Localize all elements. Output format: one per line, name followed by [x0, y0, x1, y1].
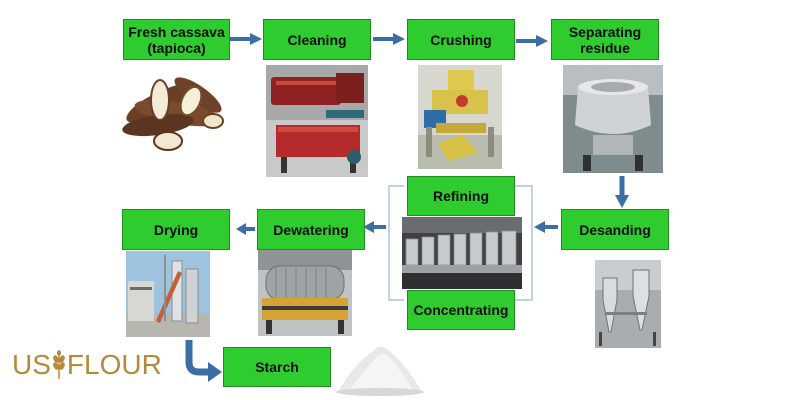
arrow-refining-to-dewatering [363, 221, 386, 233]
step-cleaning: Cleaning [263, 19, 371, 60]
logo-text-us: US [12, 349, 51, 380]
desanding-machine-image [595, 260, 661, 348]
cleaning-machine-image [266, 65, 368, 177]
arrow-cleaning-to-crushing [373, 33, 405, 45]
step-fresh-cassava: Fresh cassava (tapioca) [123, 19, 230, 60]
arrow-desanding-to-refining [534, 221, 558, 233]
refining-machine-image [402, 217, 522, 289]
step-refining: Refining [407, 176, 515, 216]
arrow-separating-to-desanding [615, 176, 629, 208]
crushing-machine-image [418, 65, 502, 169]
separating-machine-image [563, 65, 663, 173]
starch-powder-image [336, 346, 424, 396]
drying-machine-image [126, 251, 210, 337]
dewatering-machine-image [258, 250, 352, 336]
step-separating-residue: Separating residue [551, 19, 659, 60]
arrow-crushing-to-separating [516, 35, 548, 47]
cassava-roots-image [122, 77, 224, 151]
step-desanding: Desanding [561, 209, 669, 250]
step-concentrating: Concentrating [407, 290, 515, 330]
usflour-logo: US FLOUR [12, 349, 162, 381]
arrow-dewatering-to-drying [236, 223, 255, 235]
step-crushing: Crushing [407, 19, 515, 60]
step-starch: Starch [223, 347, 331, 387]
wheat-icon [53, 350, 65, 379]
arrow-drying-to-starch [185, 340, 222, 382]
refining-bracket [388, 185, 533, 301]
logo-text-flour: FLOUR [66, 349, 162, 380]
step-dewatering: Dewatering [257, 209, 365, 250]
arrow-fresh-to-cleaning [230, 33, 262, 45]
step-drying: Drying [122, 209, 230, 250]
